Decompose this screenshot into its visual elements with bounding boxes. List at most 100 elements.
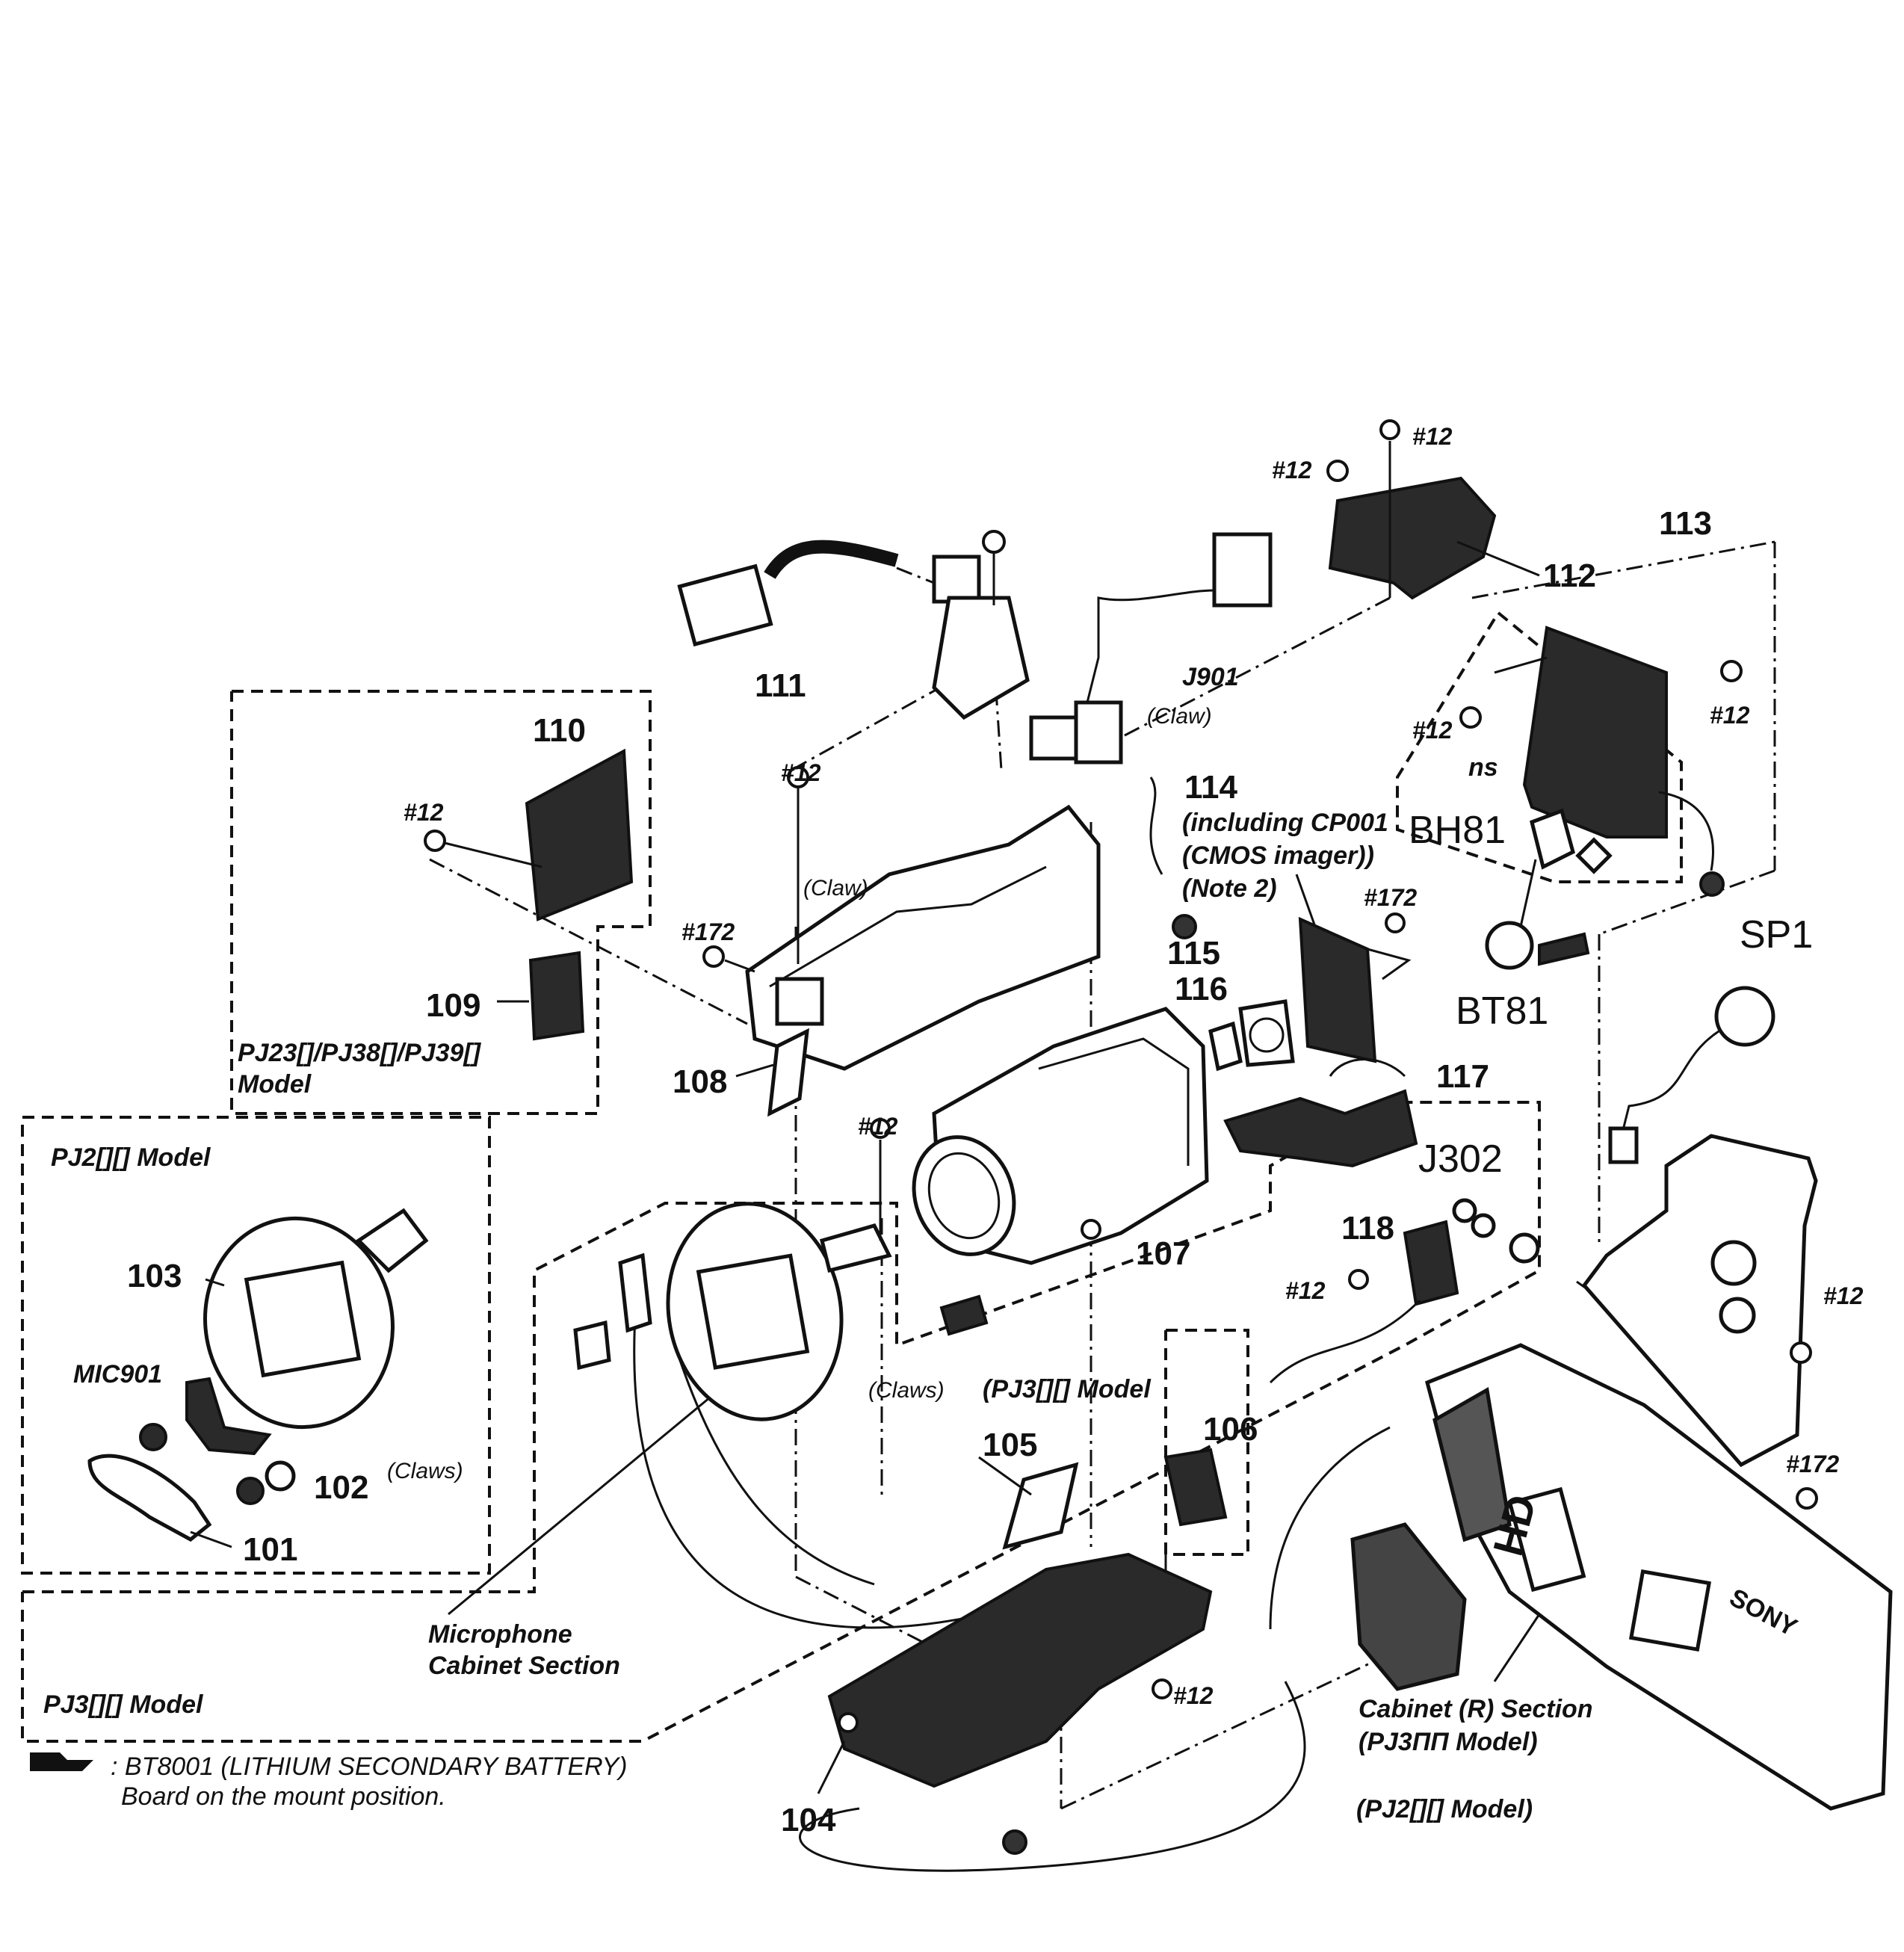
part-102-ring [265,1460,296,1492]
battery-note-line1: : BT8001 (LITHIUM SECONDARY BATTERY) [111,1752,627,1781]
label-screw-172: #172 [681,918,735,945]
part-117-flex [1223,1058,1418,1168]
part-101-bracket [87,1454,232,1548]
part-113-shield [1459,626,1743,970]
label-claw: (Claw) [803,876,868,901]
wire-loop [1269,1426,1391,1630]
label-114: 114 [1184,769,1238,806]
label-j901: J901 [1182,663,1239,691]
label-claw: (Claw) [1147,704,1212,729]
part-109-bracket [497,951,585,1041]
label-screw-12: #12 [1285,1277,1326,1304]
label-108: 108 [673,1063,727,1100]
part-106-flex [1163,1448,1228,1527]
label-111: 111 [755,667,806,704]
part-111-cable [677,530,1030,720]
label-bh81: BH81 [1409,809,1506,852]
label-screw-12: #12 [1710,702,1750,729]
label-screw-172: #172 [1364,884,1417,911]
part-108-bracket [735,1028,809,1117]
battery-note-line2: Board on the mount position. [121,1782,446,1811]
label-j302: J302 [1418,1137,1503,1181]
pj3-model-box [21,1101,1541,1743]
label-model-pj3-paren: (PJ3[][] Model [983,1375,1152,1403]
part-lens-frame [702,766,1197,1071]
wire-loop [799,1681,1306,1872]
label-claws: (Claws) [868,1378,945,1403]
leader-line [978,1456,1032,1496]
label-105: 105 [983,1427,1037,1463]
label-screw-12: #12 [858,1113,898,1140]
label-113: 113 [1659,505,1712,542]
label-118: 118 [1341,1210,1394,1247]
pj2-model-box [21,1116,491,1575]
label-103: 103 [127,1258,182,1294]
assembly-line [429,858,748,1025]
part-sp1-speaker [1608,986,1775,1164]
label-101: 101 [243,1531,297,1568]
label-screw-12: #12 [1272,457,1312,484]
label-model-pj3: PJ3[][] Model [43,1690,204,1719]
label-115: 115 [1167,935,1220,972]
label-mic901: MIC901 [73,1360,162,1389]
label-cabinet-r-pj2: (PJ2[][] Model) [1356,1795,1533,1823]
part-cabinet-r [1425,1134,1893,1811]
part-107-lens-block [912,1007,1209,1265]
leader-line [448,1396,711,1616]
part-114-cmos-board [1295,874,1412,1063]
label-117: 117 [1436,1058,1489,1095]
label-112: 112 [1543,558,1596,594]
label-model-pj23-word: Model [238,1070,312,1099]
assembly-line [795,1575,927,1646]
part-cabinet-r-rear [1350,1522,1467,1691]
part-104-main-board [817,1552,1213,1855]
label-114-desc: (Note 2) [1182,874,1277,903]
label-screw-12: #12 [404,799,444,826]
battery-note-icon [30,1752,101,1771]
label-mic-section: Cabinet Section [428,1652,620,1680]
wire-loop [633,1315,1017,1629]
label-screw-12: #12 [1412,717,1453,744]
leader-line [1493,1613,1541,1682]
label-bt81: BT81 [1456,989,1548,1033]
part-116-seal [1208,1021,1243,1072]
label-109: 109 [426,987,480,1024]
label-106: 106 [1203,1411,1258,1448]
wire-loop [671,1337,875,1586]
label-sp1: SP1 [1740,913,1813,957]
part-115-filter [1238,999,1295,1067]
part-113-box [1396,611,1683,883]
label-110: 110 [533,712,586,749]
label-ns: ns [1468,753,1498,782]
part-110-shield [424,748,634,921]
part-mic-bracket-pj3 [573,1253,652,1371]
part-connector [939,1294,989,1336]
label-screw-12: #12 [1412,423,1453,450]
assembly-line [1087,596,1391,756]
label-116: 116 [1175,971,1228,1007]
label-102: 102 [314,1469,368,1506]
part-j901-connector [1029,532,1273,765]
label-107: 107 [1136,1235,1190,1272]
part-mic901 [139,1377,272,1505]
part-118-jack-board [1269,1198,1540,1384]
label-screw-172: #172 [1786,1451,1839,1477]
label-screw-12: #12 [1173,1682,1214,1709]
part-front-cabinet-pj3 [666,1118,892,1421]
label-claws: (Claws) [387,1459,463,1483]
label-114-desc: (including CP001 [1182,809,1388,837]
part-112-bracket [1326,419,1540,600]
assembly-line [1060,1631,1435,1810]
assembly-line [1471,540,1775,599]
label-screw-12: #12 [781,759,821,786]
label-114-desc: (CMOS imager)) [1182,841,1374,870]
part-105-sheet [1002,1462,1079,1550]
label-cabinet-r-section: Cabinet (R) Section [1359,1695,1593,1723]
label-model-pj2: PJ2[][] Model [51,1143,211,1172]
label-104: 104 [781,1802,836,1838]
label-cabinet-r-pj3: (PJ3ΠΠ Model) [1359,1728,1538,1756]
assembly-line [992,657,1003,770]
label-mic-section: Microphone [428,1620,572,1649]
pj23-model-box [230,690,652,1115]
